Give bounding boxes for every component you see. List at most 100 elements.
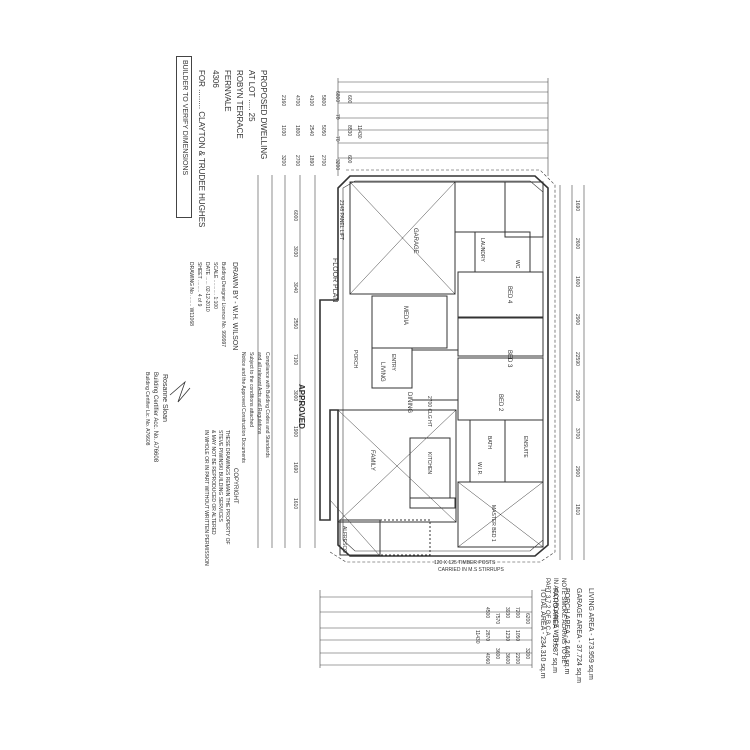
room-bed3: BED 3 [506,350,512,368]
dim-bottom-2-2: 3600 [504,653,510,665]
dim-bottom-2-1: 1230 [504,630,510,642]
verify-box [176,56,192,218]
dim-right-5: 2900 [574,390,580,402]
dim-right-6: 3700 [574,428,580,440]
room-garage: GARAGE [412,228,418,254]
dim-bottom-1-1: 1050 [514,630,520,642]
dim-top-3-2: 2700 [320,155,326,167]
stamp-line-3: Subject to the conditions attached [248,352,254,428]
dim-right-3: 2900 [574,314,580,326]
stamp-line-1: Compliance with Building Codes and Stand… [264,352,270,458]
note-ceiling-height: 2700 CLG HT [426,396,432,427]
verify-note: BUILDER TO VERIFY DIMENSIONS [181,60,188,176]
dim-right-0: 1690 [574,200,580,212]
dim-bottom-1-2: 2200 [514,653,520,665]
copyright-line-2: STEVE PIWINSKI BUILDING SERVICES [217,430,223,522]
copyright-line-3: & MAY NOT BE REPRODUCED OR ALTERED [210,430,216,535]
dim-top-6-2: 3200 [280,155,286,167]
dim-bottom-3-0: 7570 [494,613,500,625]
dim-bottom-2-0: 3930 [504,607,510,619]
certifier-line-1: Building Certifier Acc. No. A76608 [152,372,158,463]
dim-right-4: 22590 [574,352,580,366]
title-line-2: AT LOT ..... 25 [247,70,256,122]
smoke-note-2: IN ACCORDANCE WITH [552,578,558,646]
area-garage: GARAGE AREA - 37.724 sq.m [575,588,582,683]
dim-top-3-1: 5050 [320,125,326,137]
dim-left-0: 6000 [292,210,298,222]
floor-plan-title: FLOOR PLAN [331,258,338,303]
dim-top-5-0: 4700 [294,95,300,107]
copyright-title: COPYRIGHT [232,468,238,504]
drawing-scale: SCALE ........... 1:100 [212,262,218,309]
dim-top-0-0: 11430 [356,125,362,139]
note-stirrups: CARRIED IN M.S STIRRUPS [438,567,504,573]
dim-left-2: 3040 [292,282,298,294]
drawn-by: DRAWN BY - W.H. WILSON [231,262,238,351]
certifier-name: Rosanne Sloan [161,374,168,422]
room-living: LIVING [379,362,385,382]
approved-stamp: APPROVED [297,384,306,429]
room-kitchen: KITCHEN [426,452,432,474]
smoke-note-3: PART 3.7.2 OF B.C.A [544,578,550,636]
room-laundry: LAUNDRY [479,238,485,262]
note-panel-lift: 2148 PANEL LIFT [338,200,344,241]
designer-licence: Building Designer Licence No. 999997 [220,262,226,348]
room-bath: BATH [486,436,492,449]
dim-left-4: 7100 [292,354,298,366]
dim-bottom-0-1: 3200 [524,648,530,660]
dim-left-3: 2550 [292,318,298,330]
dim-top-2-3: 3200 [334,159,340,171]
area-living: LIVING AREA - 173.959 sq.m [587,588,594,680]
title-line-5: 4306 [211,70,220,88]
dim-bottom-5-0: 11430 [474,630,480,644]
room-porch: PORCH [352,350,358,369]
dim-top-1-0: 600 [346,95,352,104]
stamp-line-2: and all relevant Acts and Regulations [256,352,262,435]
room-entry: ENTRY [390,354,396,371]
copyright-line-1: THESE DRAWINGS REMAIN THE PROPERTY OF [224,430,230,545]
copyright-line-4: IN WHOLE OR IN PART WITHOUT WRITTEN PERM… [203,430,209,566]
dim-right-8: 1810 [574,504,580,516]
stamp-line-4: Notice and the Approved Construction Doc… [240,352,246,463]
dim-bottom-1-0: 7200 [514,607,520,619]
dim-top-2-0: 6800 [334,91,340,103]
note-timber-posts: 120 X 125 TIMBER POSTS [434,560,496,566]
room-ensuite: ENSUITE [522,436,528,458]
dim-bottom-3-1: 3600 [494,648,500,660]
dim-top-4-2: 1890 [308,155,314,167]
room-wc: WC [514,260,520,269]
dim-top-6-0: 2160 [280,95,286,107]
dim-left-6: 1900 [292,426,298,438]
dim-left-7: 1690 [292,462,298,474]
dim-top-4-1: 2540 [308,125,314,137]
room-family: FAMILY [369,450,375,471]
dim-right-1: 2600 [574,238,580,250]
dim-left-8: 1610 [292,498,298,510]
title-line-1: PROPOSED DWELLING [259,70,268,160]
room-dining: DINING [406,392,412,413]
dim-left-1: 3030 [292,246,298,258]
dim-top-3-0: 5800 [320,95,326,107]
dim-top-2-2: 70 [334,136,340,142]
dim-top-2-1: 70 [334,114,340,120]
room-bed4: BED 4 [506,286,512,304]
dim-top-6-1: 1030 [280,125,286,137]
dim-bottom-0-0: 6200 [524,613,530,625]
dim-right-2: 1600 [574,276,580,288]
dim-top-5-1: 1800 [294,125,300,137]
drawing-sheet: SHEET ......... 4 of 9 [196,262,202,307]
dim-top-5-2: 2700 [294,155,300,167]
title-line-4: FERNVALE [223,70,232,112]
dim-top-1-1: 8530 [346,125,352,137]
drawing-number: DRAWING No ........ W11068 [188,262,194,326]
room-master: MASTER BED 1 [490,505,496,542]
title-line-3: ROBYN TERRACE [235,70,244,139]
room-wir: W.I.R. [476,462,482,476]
dim-right-7: 2900 [574,466,580,478]
smoke-note-1: NOTE SMOKE ALARMS TO BE [560,578,566,664]
certifier-line-2: Building Certifier Lic. No. A76608 [144,372,150,446]
dim-bottom-4-1: 2870 [484,630,490,642]
room-media: MEDIA [402,306,408,326]
